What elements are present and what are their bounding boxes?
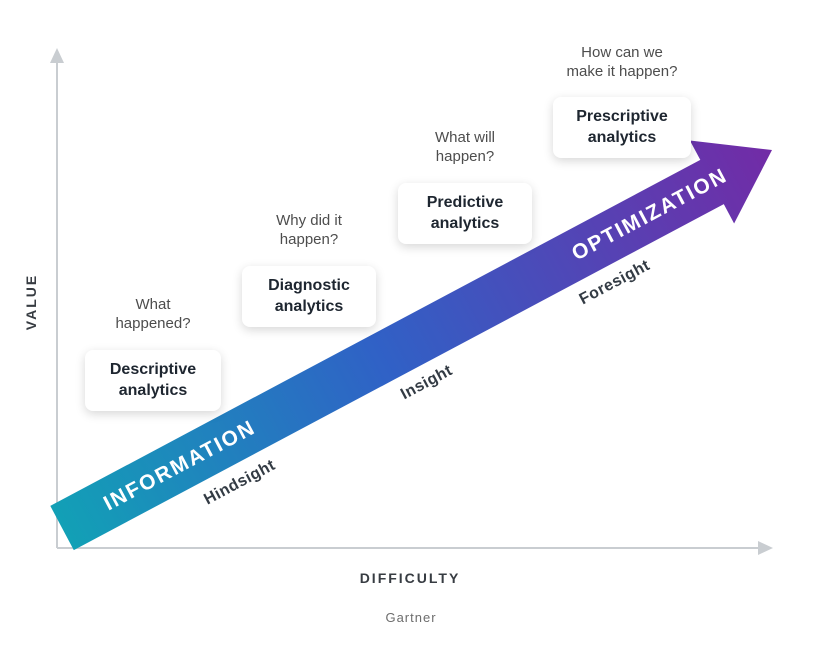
card-prescriptive-analytics: Prescriptive analytics — [553, 97, 691, 158]
y-axis-arrow-tip — [50, 48, 64, 63]
y-axis-label: VALUE — [23, 273, 39, 331]
card-predictive-analytics: Predictive analytics — [398, 183, 532, 244]
question-prescriptive: How can we make it happen? — [566, 44, 678, 80]
card-diagnostic-analytics: Diagnostic analytics — [242, 266, 376, 327]
x-axis-label: DIFFICULTY — [359, 570, 461, 586]
maturity-arrow — [50, 140, 773, 551]
card-predictive-label: Predictive analytics — [426, 193, 504, 232]
gartner-attribution: Gartner — [385, 610, 437, 625]
card-prescriptive-label: Prescriptive analytics — [576, 107, 668, 146]
question-diagnostic: Why did it happen? — [276, 212, 342, 248]
card-descriptive-analytics: Descriptive analytics — [85, 350, 221, 411]
card-diagnostic-label: Diagnostic analytics — [268, 276, 350, 315]
question-predictive: What will happen? — [434, 129, 495, 165]
question-descriptive: What happened? — [115, 296, 191, 332]
card-descriptive-label: Descriptive analytics — [109, 360, 197, 399]
x-axis-arrow-tip — [758, 541, 773, 555]
